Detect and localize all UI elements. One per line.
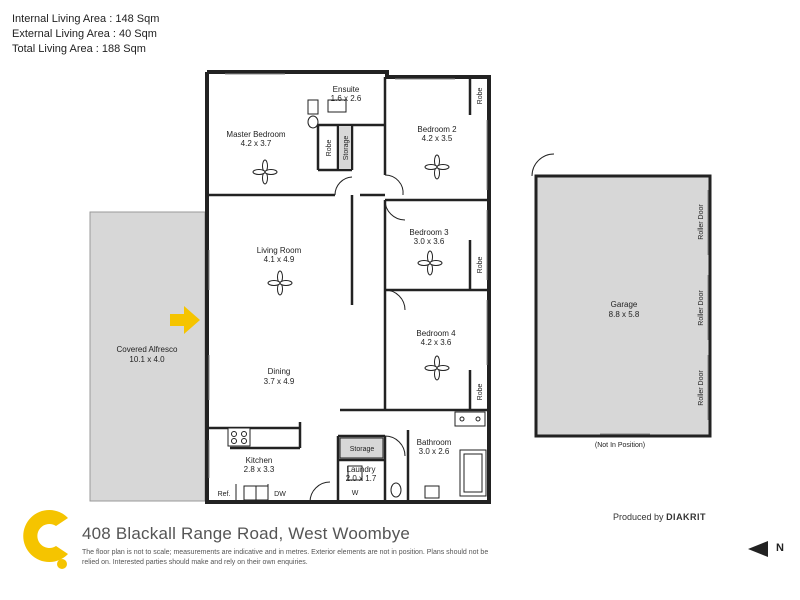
storage-master-label: Storage (343, 136, 350, 161)
garage-name: Garage (611, 300, 638, 309)
laundry-name: Laundry (347, 465, 376, 474)
roller-door-1-label: Roller Door (698, 204, 705, 240)
external-area: External Living Area : 40 Sqm (12, 28, 157, 40)
laundry-dims: 2.0 x 1.7 (346, 474, 377, 483)
garage-area (534, 174, 712, 438)
dining-name: Dining (268, 367, 291, 376)
garage-note: (Not In Position) (595, 442, 645, 449)
washer-label: W (352, 490, 359, 497)
living-room-dims: 4.1 x 4.9 (264, 255, 295, 264)
ensuite-name: Ensuite (333, 85, 360, 94)
alfresco-dims: 10.1 x 4.0 (129, 355, 165, 364)
storage-master-fill (339, 126, 351, 169)
windows (208, 73, 488, 478)
master-bedroom-name: Master Bedroom (226, 130, 285, 139)
ceiling-fans (252, 154, 450, 381)
roller-door-2-label: Roller Door (698, 290, 705, 326)
produced-by-text: Produced by (613, 512, 664, 522)
ensuite-dims: 1.6 x 2.6 (331, 94, 362, 103)
bedroom3-name: Bedroom 3 (409, 228, 449, 237)
storage-laundry-fill (339, 437, 384, 459)
brand-name: DIAKRIT (666, 512, 707, 522)
bathroom-name: Bathroom (417, 438, 452, 447)
robe-bedroom3-label: Robe (477, 257, 484, 274)
storage-laundry-label: Storage (350, 446, 375, 453)
bedroom4-dims: 4.2 x 3.6 (421, 338, 452, 347)
exterior-walls (205, 70, 491, 504)
kitchen-fixtures (227, 427, 269, 502)
alfresco-name: Covered Alfresco (117, 345, 178, 354)
robe-bedroom4-label: Robe (477, 384, 484, 401)
north-label: N (776, 542, 784, 554)
interior-walls (207, 77, 489, 502)
alfresco-area (89, 211, 206, 502)
brand-logo (23, 510, 68, 569)
internal-area: Internal Living Area : 148 Sqm (12, 13, 160, 25)
bedroom2-dims: 4.2 x 3.5 (422, 134, 453, 143)
living-room-name: Living Room (257, 246, 302, 255)
north-arrow-icon (748, 541, 768, 557)
bathroom-dims: 3.0 x 2.6 (419, 447, 450, 456)
kitchen-name: Kitchen (246, 456, 273, 465)
dining-dims: 3.7 x 4.9 (264, 377, 295, 386)
total-area: Total Living Area : 188 Sqm (12, 43, 146, 55)
robe-bedroom2-label: Robe (477, 88, 484, 105)
disclaimer: The floor plan is not to scale; measurem… (82, 549, 489, 566)
bathroom-fixtures (307, 99, 487, 499)
bedroom4-name: Bedroom 4 (416, 329, 456, 338)
garage-windows (600, 190, 709, 435)
master-bedroom-dims: 4.2 x 3.7 (241, 139, 272, 148)
dishwasher-label: DW (274, 491, 286, 498)
robe-master-label: Robe (326, 140, 333, 157)
door-swings (309, 153, 555, 503)
garage-dims: 8.8 x 5.8 (609, 310, 640, 319)
entry-arrow-icon (170, 306, 200, 334)
kitchen-dims: 2.8 x 3.3 (244, 465, 275, 474)
property-address: 408 Blackall Range Road, West Woombye (82, 524, 411, 543)
bedroom3-dims: 3.0 x 3.6 (414, 237, 445, 246)
fridge-label: Ref. (218, 491, 231, 498)
roller-door-3-label: Roller Door (698, 370, 705, 406)
produced-by: Produced by DIAKRIT (613, 512, 706, 522)
area-stats: Internal Living Area : 148 Sqm External … (12, 12, 159, 57)
bedroom2-name: Bedroom 2 (417, 125, 457, 134)
